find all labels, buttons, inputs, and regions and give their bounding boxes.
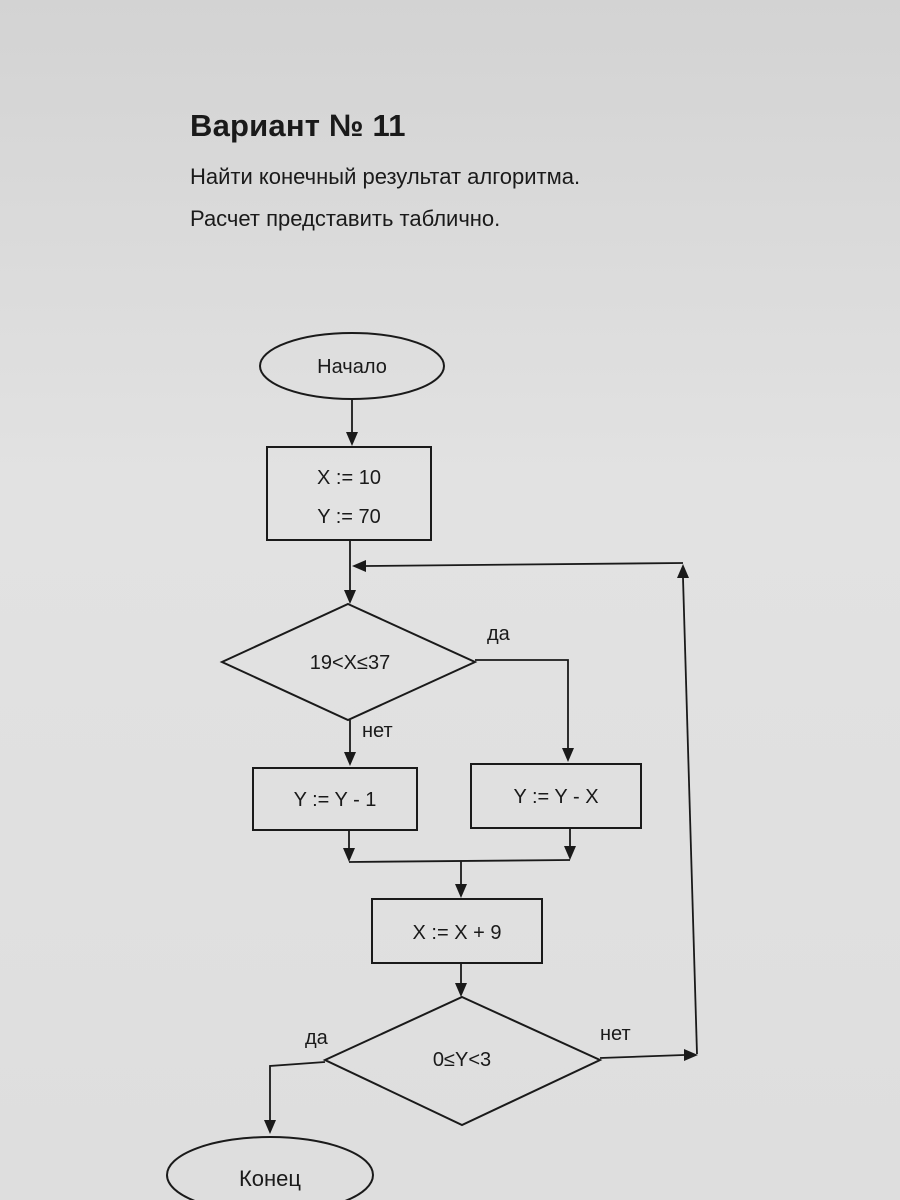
decision-y-range-label: 0≤Y<3 [433,1049,491,1071]
process-decrement-y [252,767,418,831]
init-y-label: Y := 70 [317,506,381,528]
start-label: Начало [317,356,387,378]
decision-y-range [322,995,603,1127]
init-process [266,446,432,541]
process-decrement-y-label: Y := Y - 1 [294,789,377,811]
arrowhead-cond1-yes [562,748,574,762]
task-format-note: Расчет представить таблично. [190,206,501,231]
decision-x-range [219,602,478,722]
arrowhead-left-merge [343,848,355,862]
arrowhead-to-cond2 [455,983,467,997]
connector-loop-top [365,562,684,567]
connector-cond2-yes [269,1061,326,1120]
process-increment-x [371,898,543,964]
cond1-yes-label: да [487,623,511,645]
connector-cond2-no [599,1054,685,1059]
process-subtract-x-label: Y := Y - X [513,786,598,808]
task-instruction: Найти конечный результат алгоритма. [190,164,581,189]
process-subtract-x [470,763,642,829]
end-label: Конец [239,1166,301,1191]
arrowhead-init-cond1 [344,590,356,604]
connector-cond1-yes [475,659,569,748]
cond1-no-label: нет [362,720,393,742]
connector-merge-bar [348,859,571,863]
end-terminal [166,1136,374,1200]
arrowhead-start-init [346,432,358,446]
arrowhead-cond2-no [684,1049,698,1061]
arrowhead-cond1-no [344,752,356,766]
cond2-yes-label: да [305,1027,329,1049]
variant-title: Вариант № 11 [190,108,406,143]
cond2-no-label: нет [600,1023,631,1045]
arrowhead-to-end [264,1120,276,1134]
decision-x-range-label: 19<X≤37 [310,652,391,674]
arrowhead-loop-up [677,564,689,578]
start-terminal [259,332,445,400]
connector-loop-vertical [682,577,698,1055]
process-increment-x-label: X := X + 9 [413,922,502,944]
init-x-label: X := 10 [317,467,381,489]
arrowhead-loop-merge [352,560,366,572]
arrowhead-to-increment [455,884,467,898]
arrowhead-right-merge [564,846,576,860]
